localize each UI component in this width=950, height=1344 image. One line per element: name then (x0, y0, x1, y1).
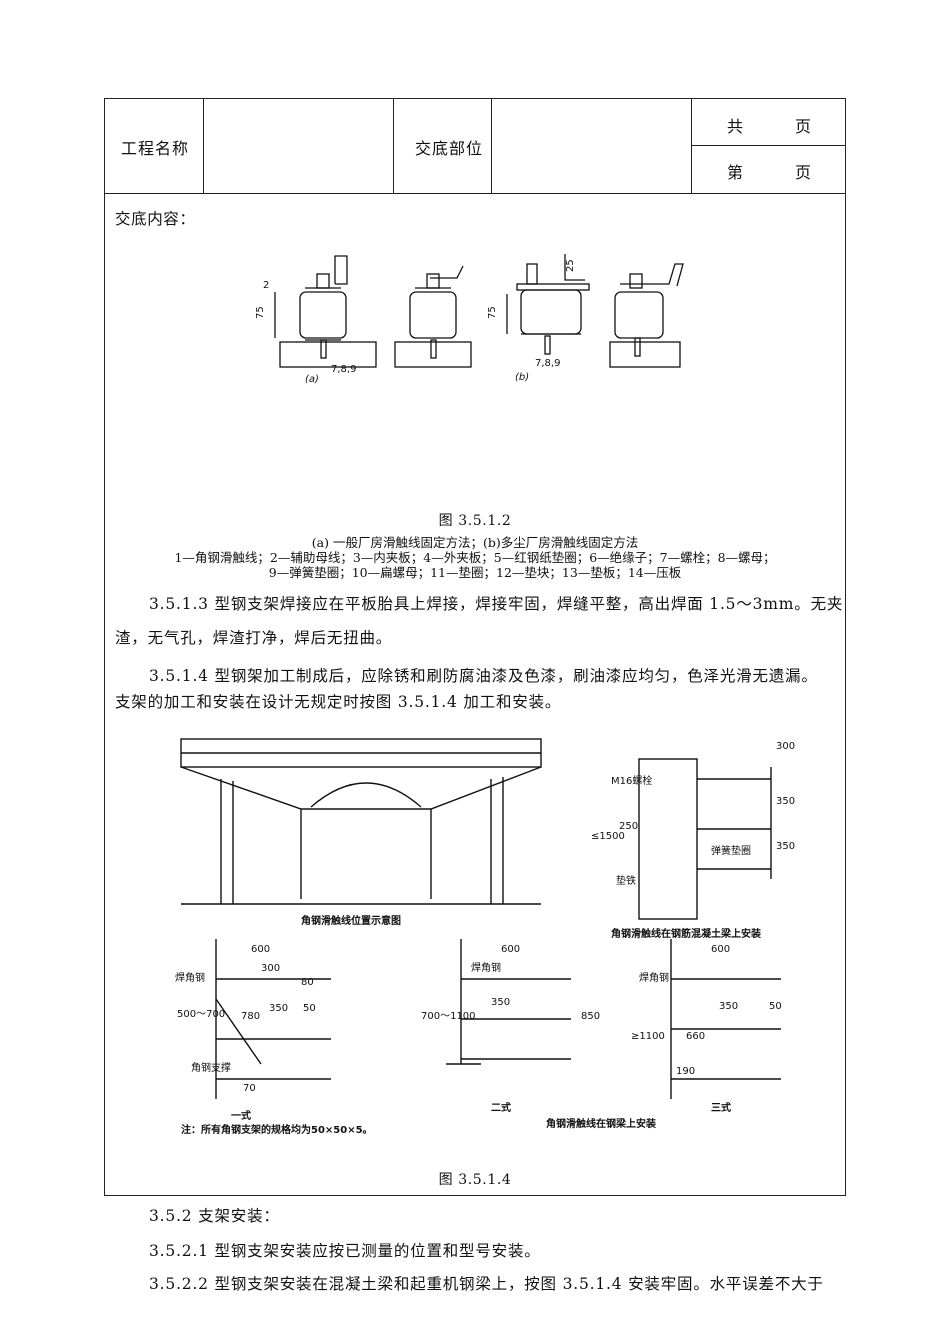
svg-text:780: 780 (241, 1011, 260, 1022)
svg-text:垫铁: 垫铁 (616, 874, 636, 887)
svg-text:(b): (b) (515, 372, 529, 383)
svg-text:350: 350 (776, 841, 795, 852)
svg-text:350: 350 (719, 1001, 738, 1012)
svg-text:850: 850 (581, 1011, 600, 1022)
paragraph: 渣，无气孔，焊渣打净，焊后无扭曲。 (115, 629, 393, 647)
svg-text:2: 2 (263, 280, 269, 291)
svg-text:焊角钢: 焊角钢 (175, 971, 205, 984)
svg-text:7,8,9: 7,8,9 (331, 364, 356, 375)
paragraph: 3.5.2 支架安装： (149, 1207, 280, 1225)
svg-text:300: 300 (776, 741, 795, 752)
svg-text:角钢滑触线在钢梁上安装: 角钢滑触线在钢梁上安装 (546, 1117, 656, 1130)
disclosure-part-label: 交底部位 (415, 139, 484, 158)
svg-text:注：所有角钢支架的规格均为50×50×5。: 注：所有角钢支架的规格均为50×50×5。 (181, 1123, 373, 1136)
svg-text:角钢滑触线位置示意图: 角钢滑触线位置示意图 (301, 914, 401, 927)
svg-text:70: 70 (243, 1083, 256, 1094)
figure-legend-line: (a) 一般厂房滑触线固定方法；(b)多尘厂房滑触线固定方法 (311, 535, 639, 550)
svg-text:75: 75 (255, 306, 266, 319)
svg-text:300: 300 (261, 963, 280, 974)
page-number: 第 页 (727, 163, 813, 182)
svg-text:焊角钢: 焊角钢 (639, 971, 669, 984)
svg-text:50: 50 (303, 1003, 316, 1014)
divider (691, 145, 845, 146)
insulator-body (299, 291, 347, 339)
svg-text:50: 50 (769, 1001, 782, 1012)
svg-text:≥1100: ≥1100 (631, 1031, 665, 1042)
svg-text:600: 600 (501, 944, 520, 955)
header-table: 工程名称 交底部位 共 页 第 页 (105, 99, 845, 194)
content-label: 交底内容： (115, 210, 196, 228)
svg-text:500～700: 500～700 (177, 1009, 225, 1020)
svg-text:(a): (a) (305, 374, 319, 385)
paragraph: 3.5.1.3 型钢支架焊接应在平板胎具上焊接，焊接牢固，焊缝平整，高出焊面 1… (149, 595, 844, 613)
figure-caption-1: 图 3.5.1.2 (438, 513, 512, 529)
svg-text:80: 80 (301, 977, 314, 988)
svg-text:600: 600 (251, 944, 270, 955)
svg-text:二式: 二式 (491, 1101, 511, 1114)
svg-text:三式: 三式 (711, 1101, 731, 1114)
figure-caption-2: 图 3.5.1.4 (438, 1172, 512, 1188)
total-pages: 共 页 (727, 117, 813, 136)
svg-text:250: 250 (619, 821, 638, 832)
svg-text:弹簧垫圈: 弹簧垫圈 (711, 844, 751, 857)
divider (691, 99, 692, 193)
content-area: 交底内容： (105, 194, 845, 1293)
svg-text:700～1100: 700～1100 (421, 1011, 476, 1022)
svg-text:角钢滑触线在钢筋混凝土梁上安装: 角钢滑触线在钢筋混凝土梁上安装 (611, 927, 761, 940)
svg-text:600: 600 (711, 944, 730, 955)
svg-text:角钢支撑: 角钢支撑 (191, 1061, 231, 1074)
insulator-fixing-figure: 7,8,9 (a) 75 2 75 25 7,8,9 (b) (255, 254, 684, 385)
base-block (279, 341, 377, 368)
svg-text:350: 350 (269, 1003, 288, 1014)
divider (491, 99, 492, 193)
paragraph: 3.5.2.2 型钢支架安装在混凝土梁和起重机钢梁上，按图 3.5.1.4 安装… (149, 1275, 824, 1293)
figure-legend-line: 1—角钢滑触线；2—辅助母线；3—内夹板；4—外夹板；5—红钢纸垫圈；6—绝缘子… (174, 550, 776, 565)
svg-text:25: 25 (565, 259, 576, 272)
project-name-label: 工程名称 (121, 139, 190, 158)
svg-text:75: 75 (487, 306, 498, 319)
svg-text:660: 660 (686, 1031, 705, 1042)
divider (393, 99, 394, 193)
bracket-installation-figure: 角钢滑触线位置示意图 角钢滑触线在钢筋混凝土梁上安装 M16螺栓 弹簧垫圈 垫铁… (175, 738, 795, 1136)
figure-legend-line: 9—弹簧垫圈；10—扁螺母；11—垫圈；12—垫块；13—垫板；14—压板 (268, 565, 682, 580)
svg-text:一式: 一式 (231, 1109, 251, 1122)
document-frame: 工程名称 交底部位 共 页 第 页 交底内容： (104, 98, 846, 1293)
svg-text:190: 190 (676, 1066, 695, 1077)
svg-text:≤1500: ≤1500 (591, 831, 625, 842)
paragraph: 支架的加工和安装在设计无规定时按图 3.5.1.4 加工和安装。 (115, 693, 562, 711)
svg-text:焊角钢: 焊角钢 (471, 961, 501, 974)
divider (203, 99, 204, 193)
svg-text:350: 350 (776, 796, 795, 807)
svg-text:M16螺栓: M16螺栓 (611, 774, 652, 787)
svg-text:7,8,9: 7,8,9 (535, 358, 560, 369)
svg-text:350: 350 (491, 997, 510, 1008)
paragraph: 3.5.2.1 型钢支架安装应按已测量的位置和型号安装。 (149, 1242, 541, 1260)
paragraph: 3.5.1.4 型钢架加工制成后，应除锈和刷防腐油漆及色漆，刷油漆应均匀，色泽光… (149, 667, 818, 685)
